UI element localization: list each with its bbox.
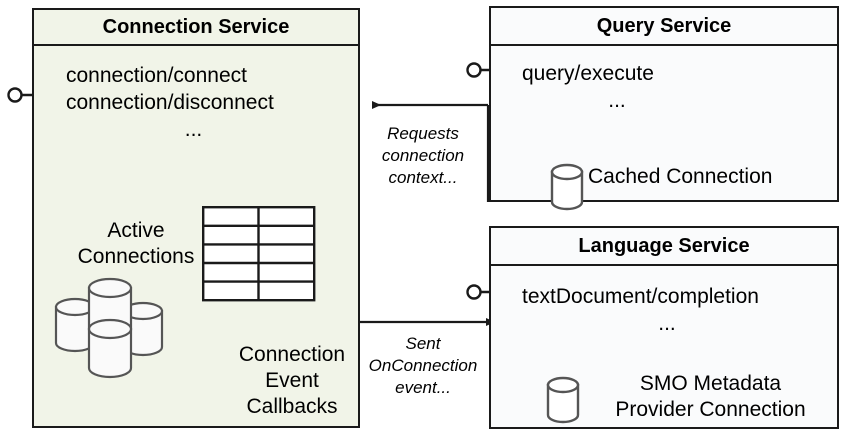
callbacks-line2: Event <box>265 369 319 392</box>
query-service-operations-ellipsis: ... <box>608 89 626 112</box>
edge-label-line3: event... <box>395 378 451 397</box>
language-service-body: textDocument/completion ... SMO Metadata… <box>491 266 837 427</box>
callbacks-line3: Callbacks <box>246 395 338 418</box>
edge-label-line1: Sent <box>405 334 441 353</box>
active-connections-line1: Active <box>107 219 165 242</box>
language-service-operations-ellipsis: ... <box>658 312 676 335</box>
lollipop-circle <box>466 62 482 78</box>
component-connection-service[interactable]: Connection Service connection/connect co… <box>32 8 360 428</box>
smo-metadata-provider-connection-label: SMO Metadata Provider Connection <box>583 371 838 423</box>
connection-service-body: connection/connect connection/disconnect… <box>34 46 358 426</box>
smo-line1: SMO Metadata <box>639 372 782 395</box>
connection-service-title: Connection Service <box>34 10 358 46</box>
callbacks-line1: Connection <box>238 343 346 366</box>
table-grid-icon <box>202 206 316 302</box>
component-language-service[interactable]: Language Service textDocument/completion… <box>489 226 839 429</box>
operation-connection-disconnect[interactable]: connection/disconnect <box>66 91 274 114</box>
lollipop-circle <box>466 284 482 300</box>
edge-label-line2: OnConnection <box>368 356 478 375</box>
edge-label-line2: connection <box>381 146 465 165</box>
cached-connection-label: Cached Connection <box>588 165 773 188</box>
query-service-operations: query/execute ... <box>522 60 712 114</box>
edge-label-requests-connection-context: Requests connection context... <box>363 123 483 189</box>
database-icon <box>546 376 580 424</box>
lollipop-circle <box>7 87 23 103</box>
connection-service-operations: connection/connect connection/disconnect… <box>66 62 321 143</box>
connection-event-callbacks-label: Connection Event Callbacks <box>212 342 372 420</box>
language-service-title: Language Service <box>491 228 837 266</box>
database-icon <box>550 163 584 211</box>
query-service-body: query/execute ... Cached Connection <box>491 46 837 211</box>
database-cylinder-front <box>87 318 133 379</box>
database-cylinder-right <box>122 301 164 357</box>
active-connections-line2: Connections <box>77 245 195 268</box>
query-service-title: Query Service <box>491 8 837 46</box>
edge-label-line1: Requests <box>387 124 459 143</box>
edge-label-sent-onconnection-event: Sent OnConnection event... <box>363 333 483 399</box>
edge-label-line3: context... <box>388 168 458 187</box>
active-connections-label: Active Connections <box>56 218 216 270</box>
language-service-operations: textDocument/completion ... <box>522 283 812 337</box>
edge-query-to-connection <box>372 101 490 202</box>
operation-textdocument-completion[interactable]: textDocument/completion <box>522 285 759 308</box>
database-cluster-icon <box>54 277 164 379</box>
connection-service-operations-ellipsis: ... <box>184 118 203 141</box>
component-query-service[interactable]: Query Service query/execute ... Cached C… <box>489 6 839 211</box>
operation-connection-connect[interactable]: connection/connect <box>66 64 247 87</box>
smo-line2: Provider Connection <box>615 398 806 421</box>
operation-query-execute[interactable]: query/execute <box>522 62 654 85</box>
